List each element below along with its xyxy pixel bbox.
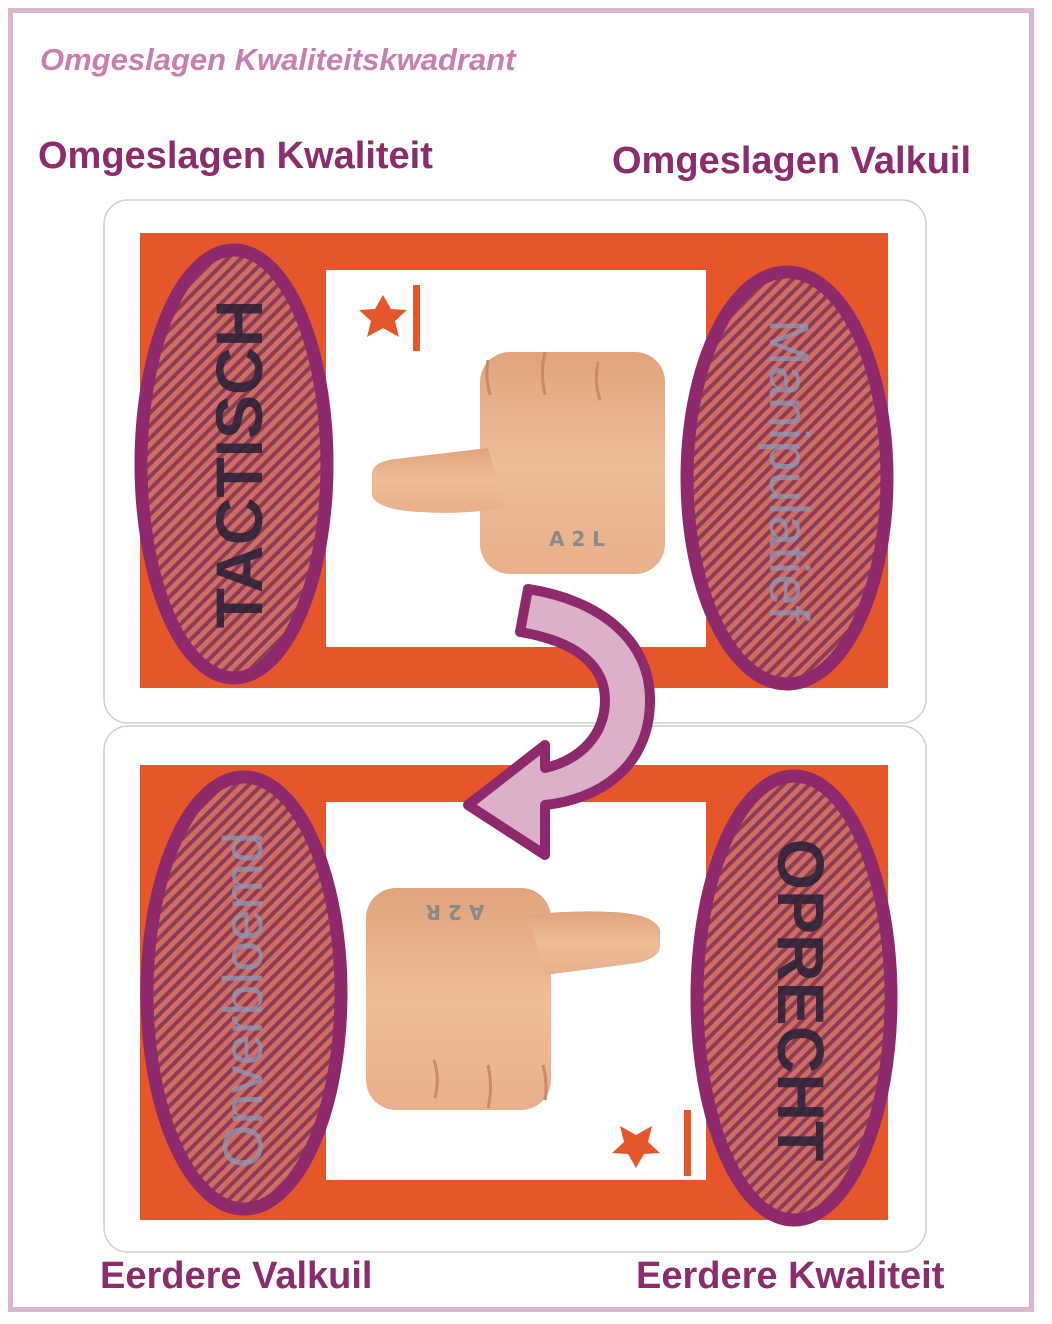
thumbs-down-inverted-icon — [366, 888, 660, 1110]
label-bottom-left: Eerdere Valkuil — [100, 1255, 373, 1297]
bottom-left-word: Onverbloemd — [211, 832, 274, 1168]
top-left-ellipse — [134, 243, 334, 685]
thumbs-down-icon — [372, 351, 665, 574]
top-card: A 2 L TACTISCH Manipulatief — [103, 199, 927, 724]
outer-frame — [8, 8, 1034, 1312]
star-icon-inverted — [612, 1126, 660, 1168]
label-top-left: Omgeslagen Kwaliteit — [38, 135, 433, 177]
bottom-right-word: OPRECHT — [764, 839, 838, 1162]
bottom-card-code: A 2 R — [426, 900, 485, 924]
label-bottom-right: Eerdere Kwaliteit — [636, 1255, 945, 1297]
bottom-right-ellipse — [690, 769, 898, 1227]
diagram-title: Omgeslagen Kwaliteitskwadrant — [40, 42, 516, 77]
top-right-word: Manipulatief — [758, 319, 821, 621]
bar-icon-inverted — [684, 1110, 691, 1176]
bottom-card: A 2 R Onverbloemd OPRECHT — [103, 725, 927, 1253]
top-card-code: A 2 L — [549, 527, 605, 551]
bottom-left-ellipse — [140, 770, 348, 1216]
flip-arrow-icon — [463, 584, 655, 860]
top-right-ellipse — [680, 265, 894, 691]
star-icon — [359, 295, 407, 337]
bar-icon — [413, 285, 420, 351]
top-left-word: TACTISCH — [202, 300, 276, 629]
label-top-right: Omgeslagen Valkuil — [612, 140, 972, 182]
